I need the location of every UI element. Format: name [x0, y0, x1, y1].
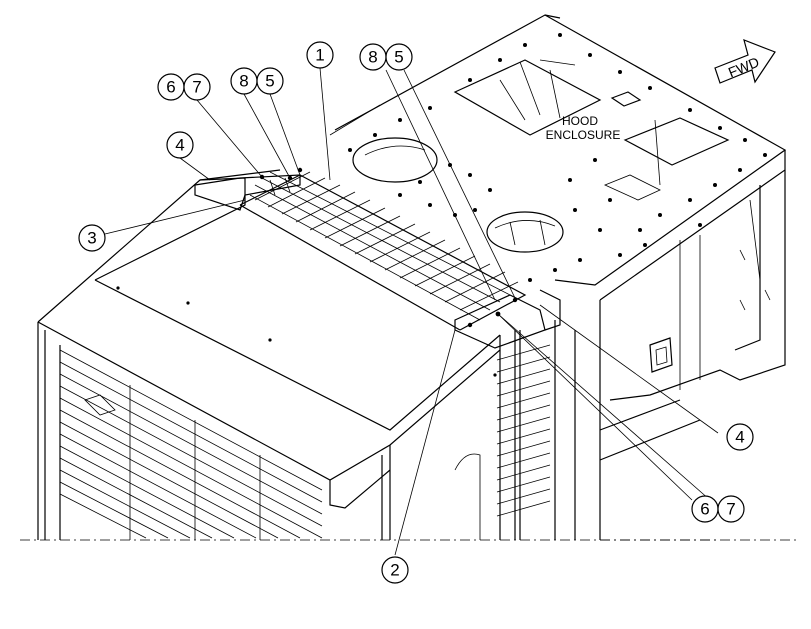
- callout-3-number: 3: [87, 229, 96, 248]
- hood-enclosure: [329, 14, 787, 301]
- callout-6-upper: 6: [157, 73, 185, 101]
- grate-area: [239, 171, 527, 331]
- callout-6-lower: 6: [691, 495, 719, 523]
- callout-4-upper: 4: [166, 131, 194, 159]
- fwd-label: FWD: [726, 54, 762, 81]
- hood-label-line1: HOOD: [562, 114, 598, 128]
- brackets: [194, 174, 561, 349]
- callout-8-right: 8: [359, 43, 387, 71]
- right-louvers: [454, 344, 551, 540]
- hood-label-line2: ENCLOSURE: [546, 128, 621, 142]
- callout-4-number: 4: [175, 136, 184, 155]
- fwd-arrow: FWD: [714, 39, 776, 84]
- radiator-housing: [37, 169, 501, 540]
- callout-5-right: 5: [385, 43, 413, 71]
- callout-7-number: 7: [726, 500, 735, 519]
- callout-3: 3: [78, 224, 106, 252]
- right-side-structure: [514, 170, 786, 540]
- callout-5-number: 5: [265, 72, 274, 91]
- bracket-bolts: [116, 167, 518, 377]
- front-grille: [59, 345, 323, 540]
- callout-8-number: 8: [239, 72, 248, 91]
- callout-7-lower: 7: [717, 495, 745, 523]
- callout-2-number: 2: [390, 561, 399, 580]
- callout-5-number: 5: [394, 48, 403, 67]
- callout-8-left: 8: [230, 67, 258, 95]
- callout-1-number: 1: [315, 46, 324, 65]
- hood-bolts: [348, 33, 767, 282]
- callout-6-number: 6: [166, 78, 175, 97]
- callout-5-left: 5: [256, 67, 284, 95]
- callout-1: 1: [306, 41, 334, 69]
- leader-lines: [104, 67, 719, 556]
- callout-6-number: 6: [700, 500, 709, 519]
- callout-7-upper: 7: [183, 73, 211, 101]
- callout-8-number: 8: [368, 48, 377, 67]
- callout-7-number: 7: [192, 78, 201, 97]
- callout-4-lower: 4: [726, 423, 754, 451]
- callout-4-number: 4: [735, 428, 744, 447]
- callout-2: 2: [381, 556, 409, 584]
